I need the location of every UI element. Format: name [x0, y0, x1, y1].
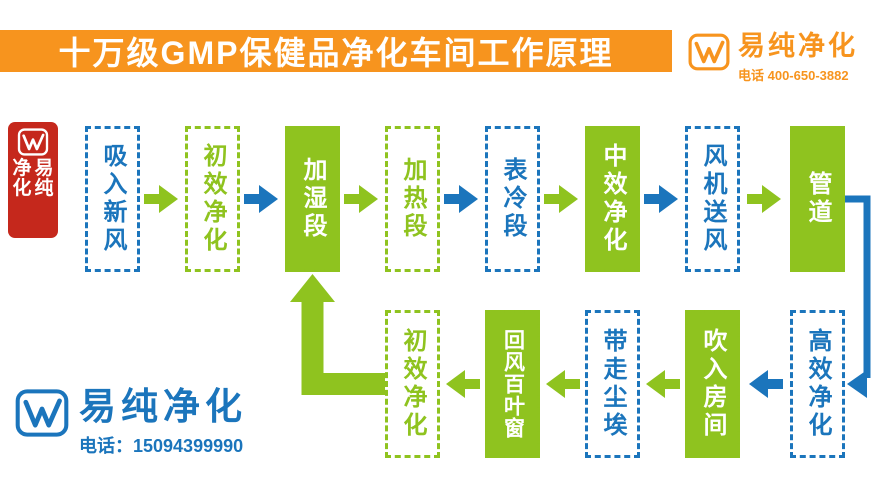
arrow-left-icon	[446, 370, 480, 398]
flow-box-label: 管道	[804, 171, 831, 227]
flow-box-label: 带走尘埃	[599, 328, 626, 440]
brand-logo-icon	[15, 389, 69, 437]
arrow-right-icon	[244, 185, 278, 213]
flow-box-label: 初效净化	[399, 328, 426, 440]
flow-box-blow-into-room: 吹入房间	[685, 310, 740, 458]
flow-box-label: 风机送风	[699, 143, 726, 255]
brand-bottom: 易纯净化 电话：15094399990	[15, 388, 247, 458]
flow-box-medium-purify: 中效净化	[585, 126, 640, 272]
arrow-right-icon	[747, 185, 781, 213]
flow-box-label: 吸入新风	[99, 143, 126, 255]
seal-char: 化	[12, 177, 32, 199]
flow-box-label: 加湿段	[299, 157, 326, 241]
flow-box-surface-cooling: 表冷段	[485, 126, 540, 272]
brand-phone: 电话：15094399990	[79, 436, 244, 456]
brand-top: 易纯净化 电话 400-650-3882	[688, 33, 858, 84]
flow-box-label: 初效净化	[199, 143, 226, 255]
elbow-connector-icon	[845, 195, 871, 398]
flow-box-heating: 加热段	[385, 126, 440, 272]
arrow-right-icon	[344, 185, 378, 213]
flow-box-intake-fresh-air: 吸入新风	[85, 126, 140, 272]
arrow-left-icon	[749, 370, 783, 398]
arrow-right-icon	[144, 185, 178, 213]
arrow-right-icon	[444, 185, 478, 213]
flow-box-label: 吹入房间	[699, 328, 726, 440]
brand-name: 易纯净化	[738, 31, 858, 61]
page-title: 十万级GMP保健品净化车间工作原理	[58, 35, 614, 71]
arrow-up-elbow-icon	[290, 274, 385, 395]
flow-box-label: 回风百叶窗	[501, 329, 525, 439]
arrow-right-icon	[544, 185, 578, 213]
brand-logo-icon	[688, 33, 730, 71]
flow-box-fan-supply: 风机送风	[685, 126, 740, 272]
flow-box-primary-purify: 初效净化	[185, 126, 240, 272]
seal-char: 纯	[34, 177, 54, 199]
flow-box-return-louver: 回风百叶窗	[485, 310, 540, 458]
arrow-right-icon	[644, 185, 678, 213]
arrow-left-icon	[546, 370, 580, 398]
flow-box-primary-purify-return: 初效净化	[385, 310, 440, 458]
seal-char: 易	[34, 158, 54, 179]
seal-logo-icon	[17, 128, 49, 156]
red-seal: 净 易 化 纯	[8, 122, 58, 238]
brand-name: 易纯净化	[79, 386, 247, 427]
seal-char: 净	[12, 158, 32, 179]
flow-box-humidify: 加湿段	[285, 126, 340, 272]
flow-box-label: 中效净化	[599, 143, 626, 255]
flow-box-label: 表冷段	[499, 157, 526, 241]
seal-text: 净 易 化 纯	[11, 159, 55, 199]
arrow-left-icon	[646, 370, 680, 398]
brand-phone: 电话 400-650-3882	[738, 68, 849, 83]
title-banner: 十万级GMP保健品净化车间工作原理	[0, 30, 672, 72]
flow-box-carry-dust: 带走尘埃	[585, 310, 640, 458]
flow-box-label: 高效净化	[804, 328, 831, 440]
flow-box-hepa-purify: 高效净化	[790, 310, 845, 458]
flow-box-label: 加热段	[399, 157, 426, 241]
flow-box-duct: 管道	[790, 126, 845, 272]
